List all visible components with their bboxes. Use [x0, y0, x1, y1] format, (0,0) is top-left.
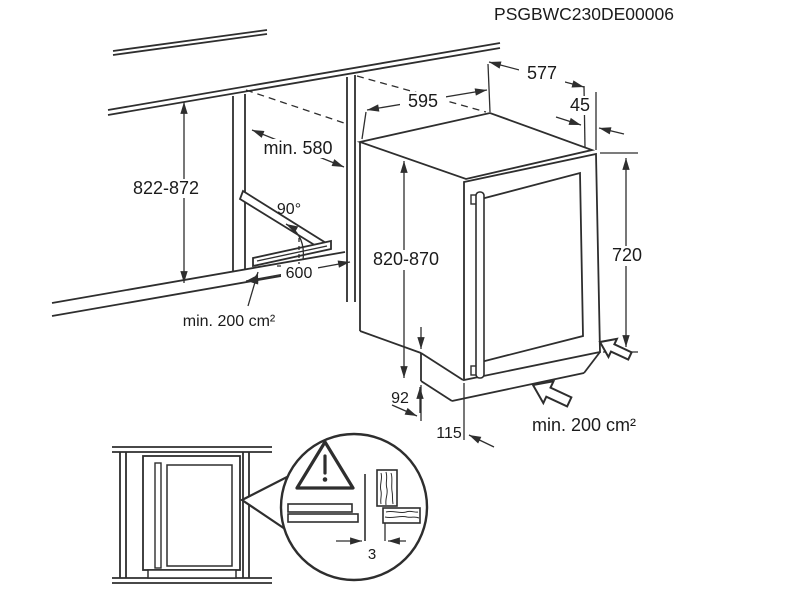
niche-hidden-edge — [245, 89, 348, 125]
ext-line — [487, 63, 491, 113]
wall-edge-line — [112, 33, 268, 56]
wall-edge-line — [112, 29, 268, 52]
dim-top-offset: 45 — [570, 95, 590, 115]
open-door-panel — [238, 189, 328, 251]
dimension-annotations: 822-872 min. 580 595 577 45 90° 820-870 — [129, 61, 646, 448]
dim-appliance-height: 820-870 — [373, 249, 439, 269]
label-bg — [129, 179, 204, 198]
airflow-arrow-icon — [531, 379, 573, 408]
wood-grain — [385, 510, 419, 514]
appliance-side-bottom-edge — [359, 330, 422, 354]
dim-top-width: 577 — [527, 63, 557, 83]
label-bg — [281, 264, 318, 282]
dim-door-height: 720 — [612, 245, 642, 265]
dim-plinth-recess: 115 — [436, 425, 462, 442]
dim-door-angle: 90° — [277, 201, 301, 218]
detail-appliance-panel — [287, 513, 359, 523]
vent-area-front-arrow — [247, 271, 259, 307]
plinth-top-edge — [420, 352, 464, 381]
label-bg — [400, 92, 446, 111]
warning-exclamation-dot — [322, 477, 328, 482]
door-handle-icon — [475, 191, 485, 379]
cabinet-base-line — [51, 251, 346, 304]
wood-grain — [385, 471, 388, 506]
label-bg — [262, 139, 335, 158]
inset-door-handle — [154, 462, 162, 569]
dim-arrow-top-offset — [555, 116, 582, 126]
kitchen-scene — [51, 29, 501, 317]
inset-plinth — [147, 569, 237, 579]
dim-niche-depth: min. 580 — [263, 138, 332, 158]
gap-detail-callout: 3 — [239, 432, 429, 582]
dim-vent-area-rear: min. 200 cm² — [532, 415, 636, 435]
door-angle-arc — [285, 223, 305, 261]
airflow-arrow-icon — [598, 337, 633, 361]
dim-arrow-plinth-recess — [468, 434, 495, 448]
label-bg — [567, 96, 594, 115]
dim-plinth-height: 92 — [391, 390, 409, 407]
detail-wood-floor — [382, 507, 421, 524]
countertop-line — [107, 47, 501, 116]
wood-grain — [384, 515, 420, 519]
product-code: PSGBWC230DE00006 — [494, 4, 674, 24]
plinth-vent-slot-inner — [256, 245, 328, 262]
detail-appliance-panel — [287, 503, 353, 513]
inset-door-glass — [166, 464, 233, 567]
label-bg — [608, 246, 646, 266]
dim-niche-height: 822-872 — [133, 178, 199, 198]
dim-arrow-top-offset — [598, 127, 625, 135]
door-glass-panel — [480, 171, 584, 364]
plinth-bottom-edge — [451, 372, 585, 402]
front-view-inset — [112, 446, 272, 584]
label-bg — [368, 250, 445, 270]
label-bg — [519, 64, 565, 83]
ext-line — [361, 111, 367, 140]
floor-line — [51, 270, 311, 317]
dim-vent-area-front: min. 200 cm² — [183, 313, 276, 330]
appliance-top-face — [356, 112, 596, 180]
plinth-right-edge — [583, 351, 601, 374]
dim-side-gap: 3 — [368, 546, 376, 563]
countertop-line — [107, 42, 501, 111]
dim-top-depth: 595 — [408, 91, 438, 111]
dim-vent-width: 600 — [286, 265, 313, 282]
airflow-arrow-shape — [531, 379, 573, 408]
wood-grain — [379, 472, 383, 505]
dim-arrow-plinth-recess — [391, 404, 418, 417]
airflow-arrow-shape — [598, 337, 633, 361]
plinth-side-edge — [420, 380, 453, 402]
wood-grain — [390, 472, 394, 505]
appliance — [356, 112, 601, 402]
